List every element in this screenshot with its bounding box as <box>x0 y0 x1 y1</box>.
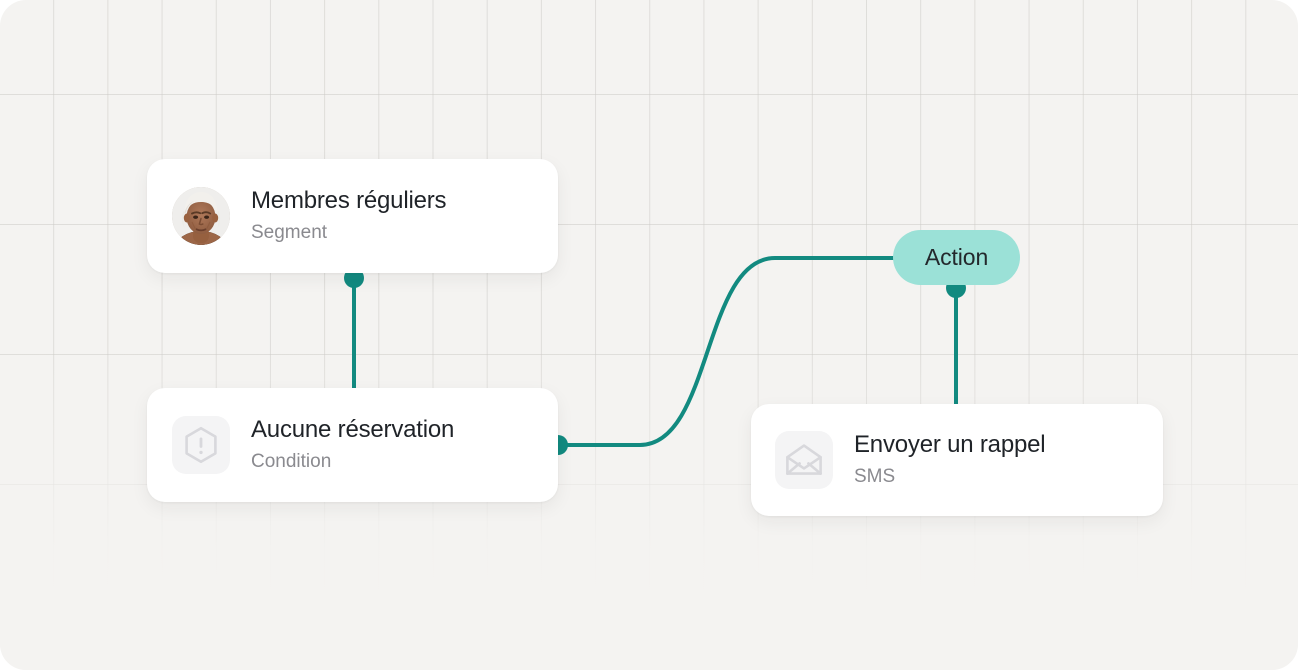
node-card-text: Envoyer un rappel SMS <box>854 431 1046 488</box>
connector-dot-segment-out <box>344 268 364 288</box>
node-subtitle: Condition <box>251 450 332 472</box>
hexagon-alert-icon <box>172 416 230 474</box>
avatar <box>172 187 230 245</box>
node-card-text: Aucune réservation Condition <box>251 416 454 473</box>
node-subtitle: SMS <box>854 465 896 487</box>
node-subtitle: Segment <box>251 221 328 243</box>
node-card-condition[interactable]: Aucune réservation Condition <box>147 388 558 502</box>
connector-condition-to-action <box>556 256 899 447</box>
node-card-text: Membres réguliers Segment <box>251 187 447 244</box>
node-title: Aucune réservation <box>251 416 455 444</box>
node-title: Envoyer un rappel <box>854 431 1046 459</box>
action-pill[interactable]: Action <box>893 230 1020 285</box>
node-card-segment[interactable]: Membres réguliers Segment <box>147 159 558 273</box>
avatar-photo-icon <box>172 187 230 245</box>
node-card-sms[interactable]: Envoyer un rappel SMS <box>751 404 1163 516</box>
node-title: Membres réguliers <box>251 187 447 215</box>
action-pill-label: Action <box>924 244 989 270</box>
open-envelope-icon <box>775 431 833 489</box>
